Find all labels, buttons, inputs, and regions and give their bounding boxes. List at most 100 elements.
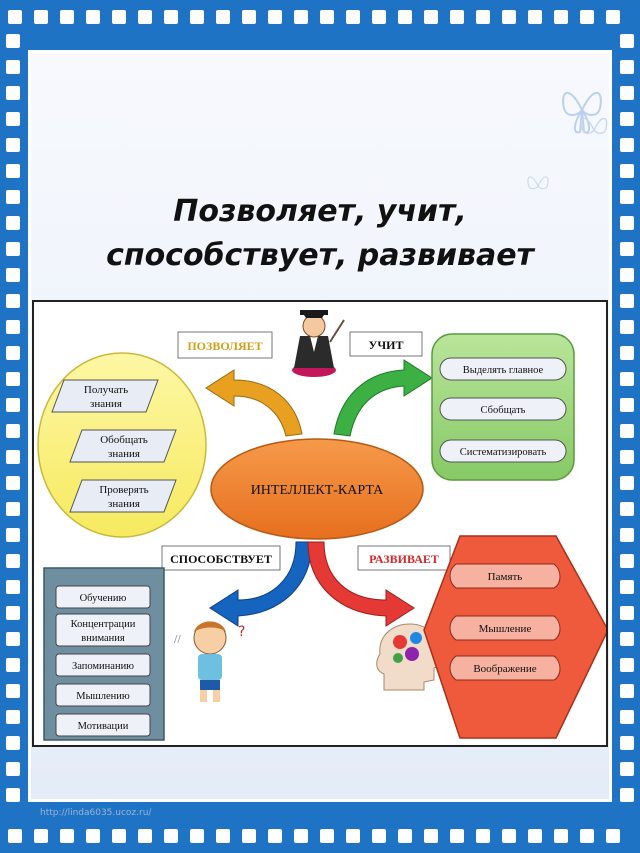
teaches-label: УЧИТ <box>349 331 423 357</box>
frame-square <box>554 10 568 24</box>
frame-square <box>502 829 516 843</box>
teaches-item: Выделять главное <box>439 357 567 381</box>
frame-square <box>138 10 152 24</box>
promotes-label: СПОСОБСТВУЕТ <box>161 545 281 571</box>
frame-square <box>164 829 178 843</box>
arrow-to-allows <box>205 369 303 437</box>
frame-square <box>620 372 634 386</box>
frame-square <box>6 502 20 516</box>
promotes-item: Концентрации внимания <box>55 613 151 647</box>
teacher-icon <box>292 310 345 377</box>
frame-square <box>6 242 20 256</box>
frame-square <box>620 762 634 776</box>
frame-square <box>620 320 634 334</box>
frame-square <box>86 10 100 24</box>
svg-text:Мотивации: Мотивации <box>78 721 129 732</box>
frame-square <box>6 86 20 100</box>
frame-square <box>6 268 20 282</box>
svg-text://: // <box>174 634 181 645</box>
frame-square <box>620 788 634 802</box>
frame-square <box>6 658 20 672</box>
frame-square <box>190 10 204 24</box>
frame-square <box>8 829 22 843</box>
svg-text:?: ? <box>238 624 245 640</box>
frame-square <box>242 829 256 843</box>
frame-square <box>620 190 634 204</box>
svg-text:Обучению: Обучению <box>80 593 127 604</box>
frame-square <box>6 632 20 646</box>
arrow-to-teaches <box>333 359 433 437</box>
frame-square <box>620 424 634 438</box>
svg-text:Выделять главное: Выделять главное <box>463 365 544 376</box>
frame-square <box>620 528 634 542</box>
butterfly-icon <box>580 117 608 134</box>
develops-item: Мышление <box>449 615 561 641</box>
frame-square <box>86 829 100 843</box>
frame-square <box>620 450 634 464</box>
frame-square <box>580 10 594 24</box>
frame-square <box>528 829 542 843</box>
frame-square <box>372 10 386 24</box>
frame-square <box>268 829 282 843</box>
frame-square <box>620 294 634 308</box>
promotes-item: Запоминанию <box>55 653 151 677</box>
svg-text:Воображение: Воображение <box>473 663 536 675</box>
frame-square <box>528 10 542 24</box>
frame-square <box>620 60 634 74</box>
frame-square <box>620 632 634 646</box>
frame-square <box>424 829 438 843</box>
frame-square <box>6 372 20 386</box>
frame-square <box>294 829 308 843</box>
promotes-item: Мотивации <box>55 713 151 737</box>
frame-square <box>320 10 334 24</box>
frame-square <box>620 86 634 100</box>
frame-square <box>424 10 438 24</box>
frame-square <box>34 829 48 843</box>
frame-square <box>606 829 620 843</box>
frame-square <box>6 320 20 334</box>
frame-square <box>138 829 152 843</box>
allows-item: Проверять знания <box>69 479 177 513</box>
frame-square <box>8 10 22 24</box>
frame-square <box>620 606 634 620</box>
frame-square <box>6 554 20 568</box>
frame-square <box>6 346 20 360</box>
frame-square <box>242 10 256 24</box>
frame-square <box>620 398 634 412</box>
frame-square <box>6 606 20 620</box>
frame-square <box>6 788 20 802</box>
frame-square <box>294 10 308 24</box>
frame-square <box>6 60 20 74</box>
frame-square <box>112 829 126 843</box>
frame-square <box>190 829 204 843</box>
frame-square <box>620 268 634 282</box>
frame-square <box>620 684 634 698</box>
watermark: http://linda6035.ucoz.ru/ <box>40 808 152 818</box>
svg-text:РАЗВИВАЕТ: РАЗВИВАЕТ <box>369 552 439 566</box>
frame-square <box>476 829 490 843</box>
frame-square <box>6 424 20 438</box>
frame-square <box>620 580 634 594</box>
frame-square <box>6 710 20 724</box>
frame-square <box>502 10 516 24</box>
frame-square <box>620 346 634 360</box>
frame-square <box>320 829 334 843</box>
butterfly-icon <box>527 176 549 190</box>
frame-square <box>580 829 594 843</box>
svg-text:ПОЗВОЛЯЕТ: ПОЗВОЛЯЕТ <box>187 339 262 353</box>
develops-label: РАЗВИВАЕТ <box>357 545 451 571</box>
frame-square <box>620 112 634 126</box>
frame-square <box>216 10 230 24</box>
teaches-item: Систематизировать <box>439 439 567 463</box>
frame-square <box>6 580 20 594</box>
frame-square <box>34 10 48 24</box>
frame-square <box>476 10 490 24</box>
frame-square <box>6 190 20 204</box>
frame-square <box>620 710 634 724</box>
frame-square <box>6 216 20 230</box>
frame-square <box>620 164 634 178</box>
frame-square <box>164 10 178 24</box>
frame-square <box>620 736 634 750</box>
frame-square <box>620 216 634 230</box>
frame-square <box>6 398 20 412</box>
